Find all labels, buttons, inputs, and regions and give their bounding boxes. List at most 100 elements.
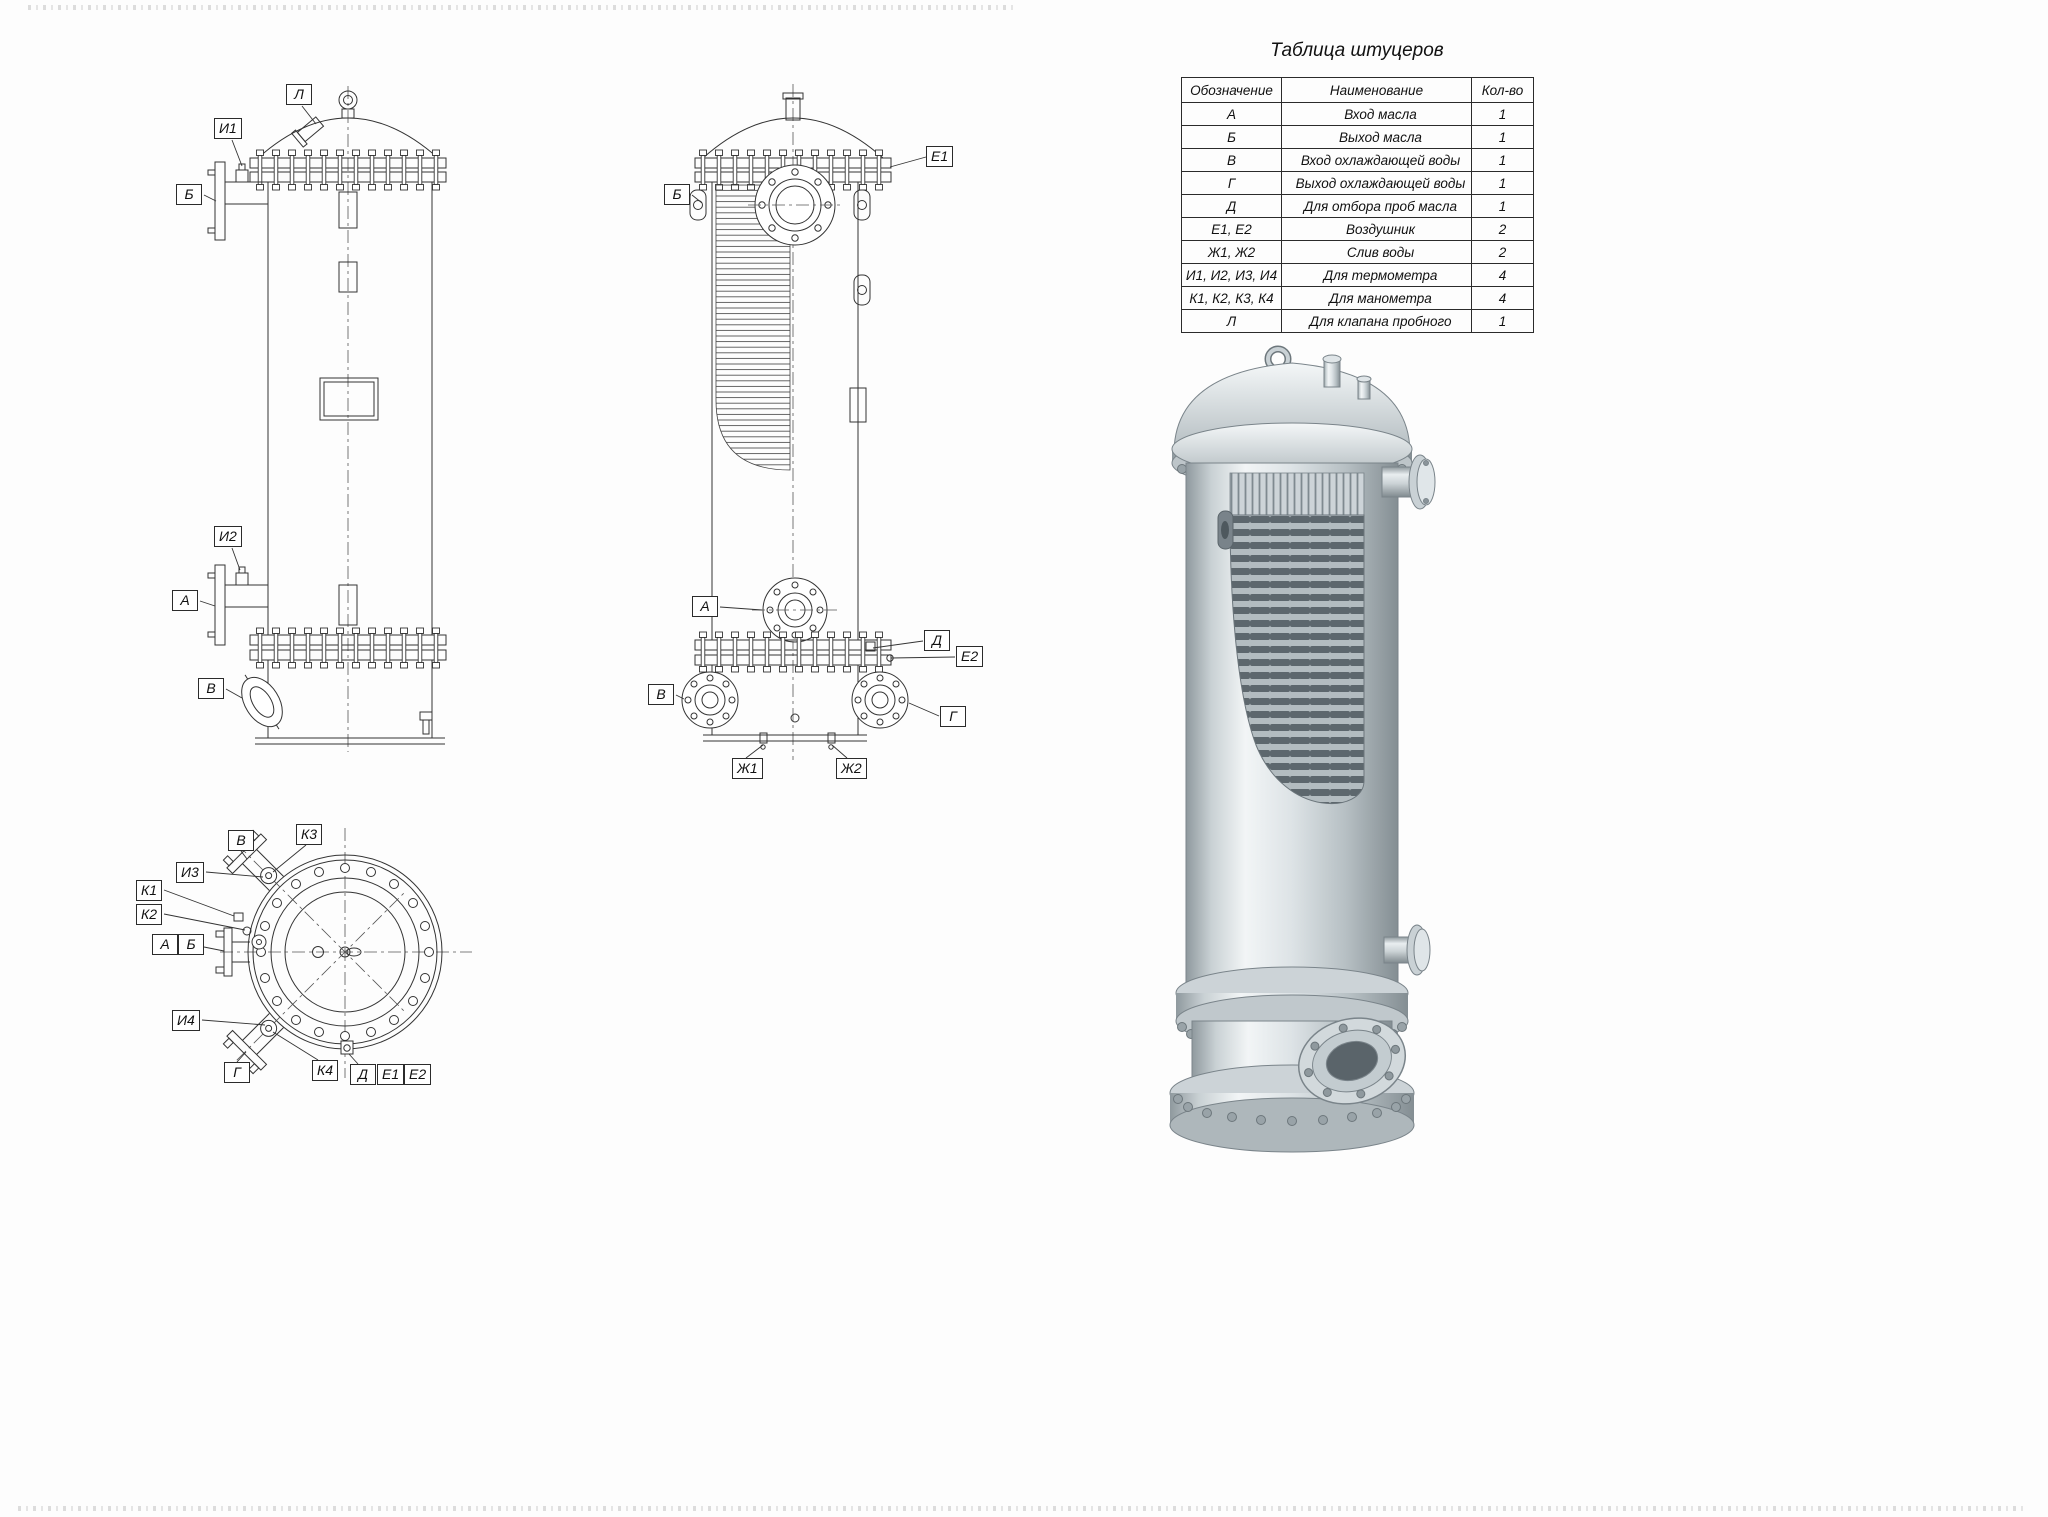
cell-designation: И1, И2, И3, И4	[1181, 263, 1282, 287]
callout-B-front: Б	[664, 184, 690, 205]
cell-name: Слив воды	[1281, 240, 1472, 264]
cell-name: Воздушник	[1281, 217, 1472, 241]
oil-sampling-fitting	[865, 641, 876, 652]
tie-rod-detail	[338, 191, 358, 229]
cell-name: Выход охлаждающей воды	[1281, 171, 1472, 195]
lower-right-nozzle	[1383, 924, 1431, 976]
callout-V-side: В	[198, 678, 224, 699]
cell-designation: Л	[1181, 309, 1282, 333]
callout-ZH1: Ж1	[732, 758, 763, 779]
table-header-row: Обозначение Наименование Кол-во	[1181, 77, 1534, 103]
col-designation: Обозначение	[1181, 77, 1282, 103]
drain-fitting	[419, 711, 433, 735]
nozzle-table: Таблица штуцеров Обозначение Наименовани…	[1181, 40, 1534, 333]
callout-D-front: Д	[924, 630, 950, 651]
water-inlet-flange	[241, 674, 283, 730]
thermometer-boss-i2	[235, 572, 249, 586]
cell-designation: Д	[1181, 194, 1282, 218]
render-3d	[1169, 345, 1436, 1153]
apex-fitting	[782, 92, 804, 121]
bottom-flange	[694, 631, 892, 673]
callout-A-side: А	[172, 590, 198, 611]
top-head	[702, 117, 884, 159]
support-lug	[1217, 510, 1234, 550]
callout-K3: К3	[296, 824, 323, 845]
upper-right-nozzle	[1381, 454, 1436, 510]
callout-D-top: Д	[350, 1064, 376, 1085]
cell-designation: Е1, Е2	[1181, 217, 1282, 241]
callout-G-top: Г	[224, 1062, 250, 1083]
callout-E1-top: Е1	[377, 1064, 405, 1085]
callout-I2: И2	[214, 526, 242, 547]
cell-name: Для отбора проб масла	[1281, 194, 1472, 218]
cell-designation: Б	[1181, 125, 1282, 149]
cell-name: Для клапана пробного	[1281, 309, 1472, 333]
oil-nozzle-top	[215, 912, 267, 977]
nameplate	[319, 377, 379, 421]
cell-designation: Г	[1181, 171, 1282, 195]
leader-lines	[163, 844, 359, 1065]
callout-K2: К2	[136, 904, 163, 925]
cell-qty: 1	[1471, 148, 1534, 172]
callout-E2-top: Е2	[404, 1064, 432, 1085]
cell-name: Для термометра	[1281, 263, 1472, 287]
cell-name: Вход охлаждающей воды	[1281, 148, 1472, 172]
callout-K4: К4	[312, 1060, 339, 1081]
cell-qty: 1	[1471, 309, 1534, 333]
callout-I4: И4	[172, 1010, 200, 1031]
callout-V-top: В	[228, 830, 254, 851]
top-view-drawing	[163, 828, 472, 1078]
water-inlet-nozzle-top	[222, 829, 406, 1013]
col-name: Наименование	[1281, 77, 1472, 103]
callout-E2-front: Е2	[956, 646, 984, 667]
callout-E1-front: Е1	[926, 146, 954, 167]
callout-B-top: Б	[178, 934, 204, 955]
cell-designation: К1, К2, К3, К4	[1181, 286, 1282, 310]
oil-inlet-nozzle	[207, 564, 268, 646]
water-outlet-flange-face	[851, 671, 909, 729]
oil-inlet-flange-face	[752, 577, 838, 643]
shell	[711, 182, 859, 640]
cell-qty: 1	[1471, 102, 1534, 126]
cell-qty: 4	[1471, 286, 1534, 310]
callout-B-side: Б	[176, 184, 202, 205]
front-view-drawing	[675, 84, 956, 760]
cell-designation: В	[1181, 148, 1282, 172]
cell-qty: 2	[1471, 217, 1534, 241]
manometer-boss-k2	[242, 926, 252, 936]
callout-ZH2: Ж2	[836, 758, 867, 779]
cell-designation: А	[1181, 102, 1282, 126]
cell-name: Выход масла	[1281, 125, 1472, 149]
scan-noise-top	[28, 5, 1013, 10]
leader-lines	[675, 156, 956, 759]
callout-L: Л	[286, 84, 312, 105]
thermometer-boss-i1	[235, 169, 249, 183]
callout-G-front: Г	[940, 706, 966, 727]
callout-K1: К1	[136, 880, 163, 901]
water-inlet-flange-face	[681, 671, 739, 729]
tube-bundle-hatch	[715, 184, 791, 471]
callout-A-top: А	[152, 934, 178, 955]
cell-qty: 2	[1471, 240, 1534, 264]
scan-noise-bottom	[18, 1506, 2028, 1511]
bottom-fittings-top	[340, 1040, 354, 1055]
callout-I3: И3	[176, 862, 204, 883]
shell	[267, 182, 433, 635]
callout-A-front: А	[692, 596, 718, 617]
cell-name: Вход масла	[1281, 102, 1472, 126]
cell-qty: 1	[1471, 194, 1534, 218]
leader-lines	[199, 105, 317, 699]
side-view-drawing	[199, 86, 447, 752]
cell-qty: 1	[1471, 125, 1534, 149]
water-outlet-nozzle-top	[222, 891, 406, 1075]
